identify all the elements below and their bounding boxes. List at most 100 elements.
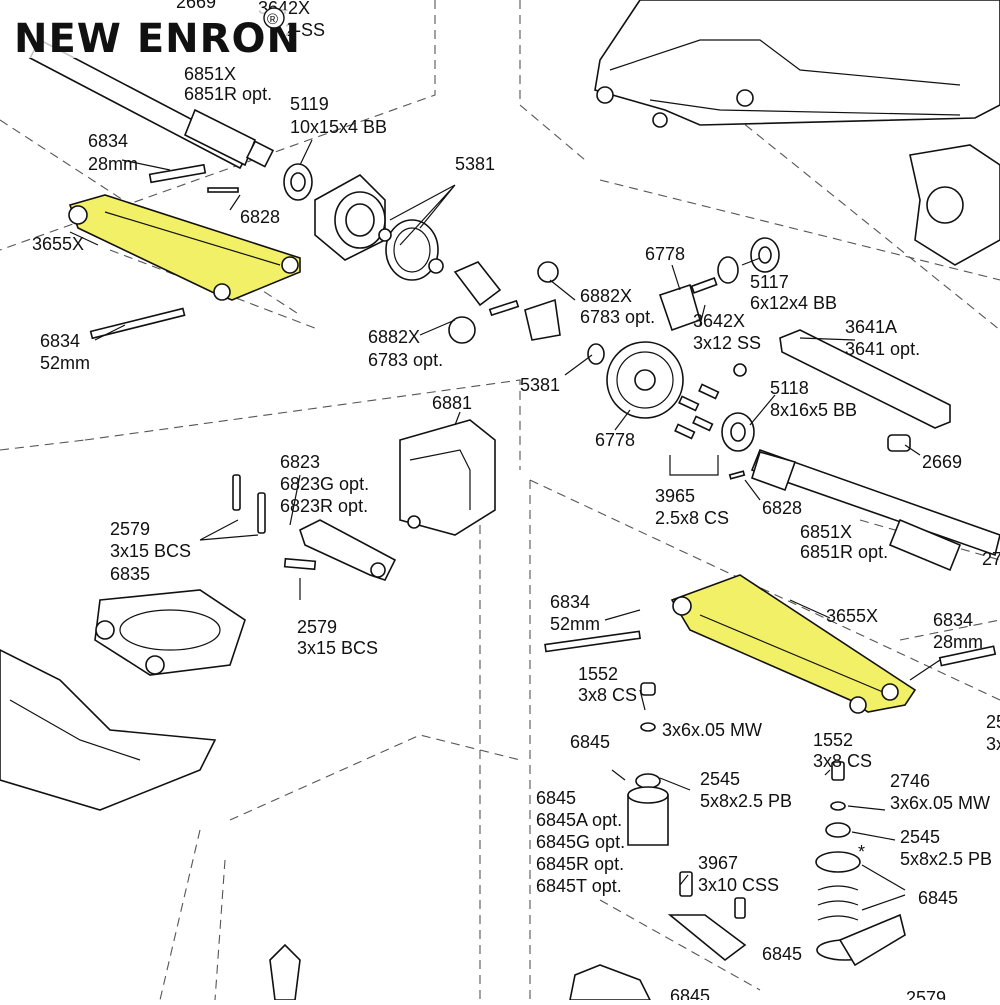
label-6834-52-right: 6834 [550, 592, 590, 612]
hub-carrier-right [909, 144, 1000, 266]
label-2746-spec: 3x6x.05 MW [890, 793, 990, 813]
label-5117: 5117 [750, 272, 789, 292]
diff-case [314, 174, 386, 261]
screws-2579 [232, 474, 317, 571]
label-6828-right: 6828 [762, 498, 802, 518]
label-6845t-opt: 6845T opt. [536, 876, 622, 896]
label-6845r-opt: 6845R opt. [536, 854, 624, 874]
label-6823r-opt: 6823R opt. [280, 496, 368, 516]
label-1552-left: 1552 [578, 664, 618, 684]
label-6881: 6881 [432, 393, 472, 413]
label-2545-left-spec: 5x8x2.5 PB [700, 791, 792, 811]
label-6834-28-right-spec: 28mm [933, 632, 983, 652]
label-1552-left-spec: 3x8 CS [578, 685, 637, 705]
brand-logo: NEW ENRON ® [10, 7, 301, 62]
label-6778-mid: 6778 [595, 430, 635, 450]
label-3641-opt: 3641 opt. [845, 339, 920, 359]
label-2579-mid: 2579 [297, 617, 337, 637]
label-6778-top: 6778 [645, 244, 685, 264]
label-25-edge: 25 [986, 712, 1000, 732]
drive-shaft-right [728, 448, 1000, 572]
spider-gears [448, 261, 561, 344]
label-3642x: 3642X [693, 311, 745, 331]
suspension-arm-lower-right [670, 574, 917, 714]
label-2746: 2746 [890, 771, 930, 791]
bumper-mount-6835 [94, 589, 246, 676]
leader-lines [69, 139, 941, 911]
hub-bottom-left [269, 943, 652, 1001]
label-6845-bottom: 6845 [762, 944, 802, 964]
label-1552-right-spec: 3x8 CS [813, 751, 872, 771]
label-5118: 5118 [770, 378, 809, 398]
spur-gear-6778 [587, 341, 684, 419]
label-6851r-opt-right: 6851R opt. [800, 542, 888, 562]
label-2579-left-spec: 3x15 BCS [110, 541, 191, 561]
label-6882x-right: 6882X [580, 286, 632, 306]
label-6845-bottom-2: 6845 [670, 986, 710, 1000]
label-6783-opt-left: 6783 opt. [368, 350, 443, 370]
pinion-gear-6778 [658, 277, 718, 332]
label-3x6-mw: 3x6x.05 MW [662, 720, 762, 740]
hinge-pins-right [544, 630, 997, 667]
label-5381-top: 5381 [455, 154, 495, 174]
label-27-edge: 27 [982, 549, 1000, 569]
label-6835: 6835 [110, 564, 150, 584]
label-2545-right-spec: 5x8x2.5 PB [900, 849, 992, 869]
label-6845g-opt: 6845G opt. [536, 832, 625, 852]
label-6823: 6823 [280, 452, 320, 472]
label-2545-right: 2545 [900, 827, 940, 847]
screws-3965 [674, 383, 720, 440]
registered-mark: ® [267, 11, 278, 28]
bearing-5118 [721, 412, 755, 452]
bearing-5119 [283, 163, 313, 201]
label-6834-28: 6834 [88, 131, 128, 151]
label-3641a: 3641A [845, 317, 897, 337]
label-asterisk: * [858, 842, 865, 862]
label-2545-left: 2545 [700, 769, 740, 789]
label-6845-top: 6845 [570, 732, 610, 752]
diff-housing-6881 [399, 419, 496, 536]
label-6851r-opt: 6851R opt. [184, 84, 272, 104]
shock-parts-right [815, 761, 906, 967]
label-6823g-opt: 6823G opt. [280, 474, 369, 494]
label-6845-right: 6845 [918, 888, 958, 908]
label-6828-top: 6828 [240, 207, 280, 227]
label-6834-52-spec: 52mm [40, 353, 90, 373]
label-5381-mid: 5381 [520, 375, 560, 395]
suspension-arm-upper-left [68, 194, 301, 301]
bearing-5117 [717, 237, 780, 284]
label-6834-28-spec: 28mm [88, 154, 138, 174]
label-1552-right: 1552 [813, 730, 853, 750]
label-5118-spec: 8x16x5 BB [770, 400, 857, 420]
shock-parts-left [627, 682, 747, 962]
label-2579-left: 2579 [110, 519, 150, 539]
camber-link-6823 [299, 519, 397, 581]
label-6834-28-right: 6834 [933, 610, 973, 630]
label-5117-spec: 6x12x4 BB [750, 293, 837, 313]
label-3965: 3965 [655, 486, 695, 506]
drive-shaft-left [28, 38, 275, 170]
label-2669-right: 2669 [922, 452, 962, 472]
label-6783-opt-right: 6783 opt. [580, 307, 655, 327]
skid-plate [0, 649, 217, 811]
label-6845-opts: 6845 [536, 788, 576, 808]
chassis-brace-3641a [733, 329, 951, 452]
label-3642x-spec: 3x12 SS [693, 333, 761, 353]
brand-logo-text: NEW ENRON [14, 16, 301, 62]
label-3967: 3967 [698, 853, 738, 873]
label-2669-top: 2669 [176, 0, 216, 12]
label-2579-mid-spec: 3x15 BCS [297, 638, 378, 658]
label-3655x-right: 3655X [826, 606, 878, 626]
chassis-rear [594, 0, 1000, 128]
label-6834-52-right-spec: 52mm [550, 614, 600, 634]
label-5119-spec: 10x15x4 BB [290, 117, 387, 137]
label-6851x: 6851X [184, 64, 236, 84]
label-6834-52: 6834 [40, 331, 80, 351]
label-6851x-right: 6851X [800, 522, 852, 542]
label-3655x-left: 3655X [32, 234, 84, 254]
label-5119: 5119 [290, 94, 329, 114]
label-3967-spec: 3x10 CSS [698, 875, 779, 895]
